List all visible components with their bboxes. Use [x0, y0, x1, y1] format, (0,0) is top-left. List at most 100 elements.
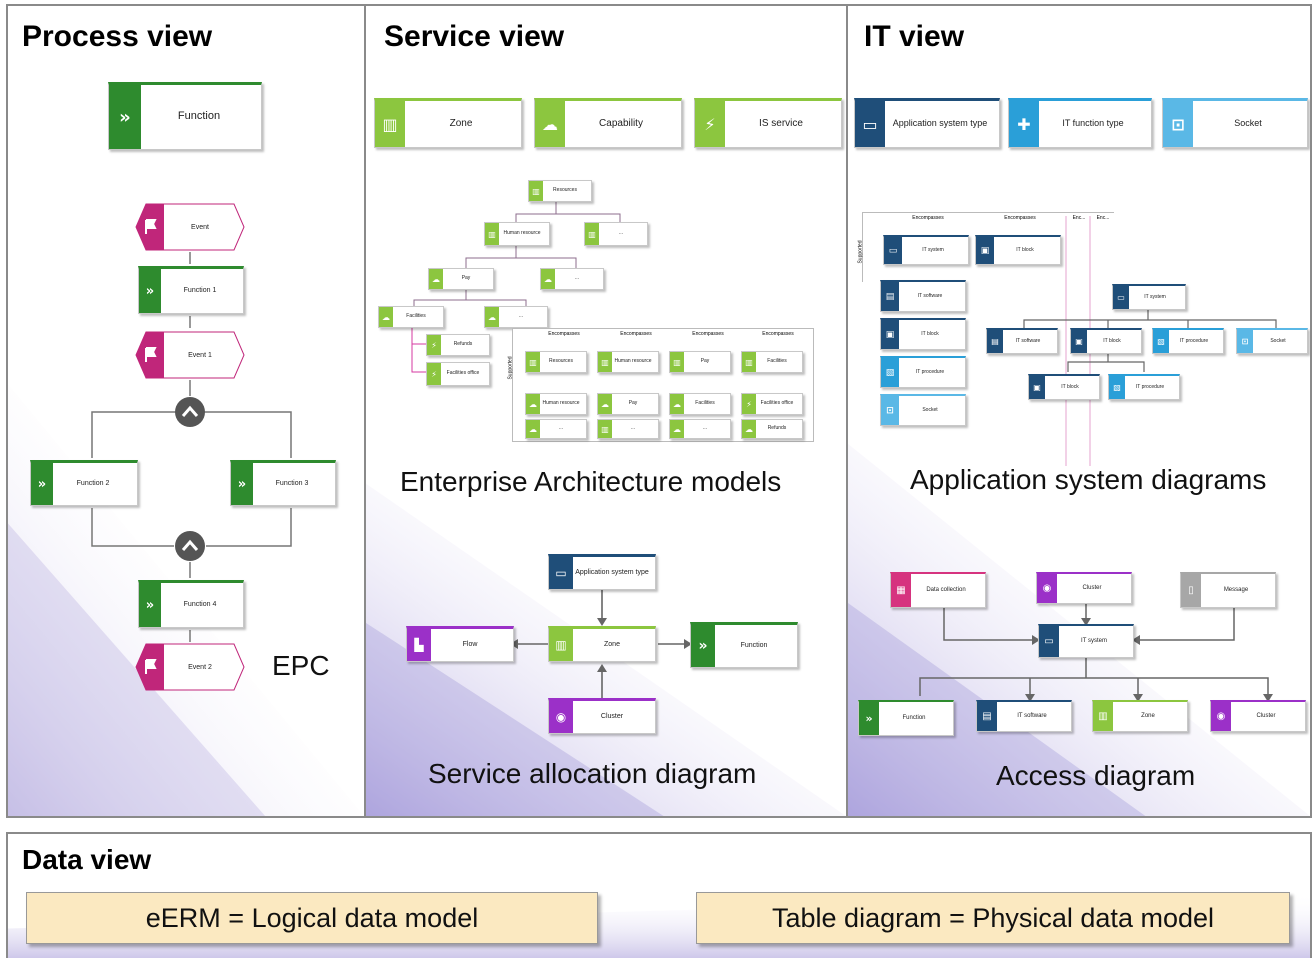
function-icon: » — [231, 463, 253, 505]
ea-matrix: Encompasses Encompasses Encompasses Enco… — [508, 328, 814, 442]
access-zone: ▥Zone — [1092, 700, 1188, 732]
access-cluster-bottom: ◉Cluster — [1210, 700, 1306, 732]
table-diagram-physical-data-model-box: Table diagram = Physical data model — [696, 892, 1290, 944]
zone-icon: ▥ — [375, 101, 405, 147]
capability-icon: ☁ — [485, 307, 499, 327]
access-diagram-caption: Access diagram — [996, 760, 1196, 791]
socket-icon: ⊡ — [1163, 101, 1193, 147]
alloc-cluster: ◉ Cluster — [548, 698, 656, 734]
matrix-cell: ▥Facilities — [741, 351, 803, 373]
epc-function-3: » Function 3 — [230, 460, 336, 506]
socket-icon: ⊡ — [881, 396, 899, 425]
zone-icon: ▥ — [526, 352, 540, 372]
ea-node-facilities-office: ⚡ Facilities office — [426, 362, 490, 386]
capability-icon: ☁ — [541, 269, 555, 289]
is-service-legend-node: ⚡ IS service — [694, 98, 842, 148]
is-service-icon: ⚡ — [695, 101, 725, 147]
procedure-icon: ▧ — [1109, 376, 1125, 399]
function-icon: » — [139, 269, 161, 313]
alloc-function: » Function — [690, 622, 798, 668]
function-legend-node: » Function — [108, 82, 262, 150]
block-icon: ▣ — [881, 320, 899, 349]
access-cluster-top: ◉Cluster — [1036, 572, 1132, 604]
access-it-software: ▤IT software — [976, 700, 1072, 732]
software-icon: ▤ — [881, 282, 899, 311]
application-window-icon: ▭ — [855, 101, 885, 147]
it-tree-software: ▤IT software — [986, 328, 1058, 354]
flow-icon: ▙ — [407, 629, 431, 661]
access-message: ▯Message — [1180, 572, 1276, 608]
application-window-icon: ▭ — [549, 557, 573, 589]
application-window-icon: ▭ — [884, 237, 902, 264]
it-matrix-header-3: Enc... — [1072, 215, 1086, 221]
matrix-cell: ☁Human resource — [525, 393, 587, 415]
puzzle-icon: ✚ — [1009, 101, 1039, 147]
capability-icon: ☁ — [670, 394, 684, 414]
it-tree-grand-procedure: ▧IT procedure — [1108, 374, 1180, 400]
epc-function-2: » Function 2 — [30, 460, 138, 506]
matrix-cell: ▥... — [597, 419, 659, 439]
ea-matrix-header-1: Encompasses — [548, 331, 580, 337]
process-view-title: Process view — [22, 20, 213, 53]
matrix-cell: ▭IT system — [883, 235, 969, 265]
cluster-icon: ◉ — [1037, 574, 1057, 603]
capability-legend-node: ☁ Capability — [534, 98, 682, 148]
matrix-cell: ☁Facilities — [669, 393, 731, 415]
ea-models-caption: Enterprise Architecture models — [400, 466, 782, 497]
zone-icon: ▥ — [549, 629, 573, 661]
ea-node-human-resource: ▥ Human resource — [484, 222, 550, 246]
ea-node-facilities: ☁ Facilities — [378, 306, 444, 328]
grid-icon: ▦ — [891, 574, 911, 607]
it-view-title: IT view — [864, 20, 965, 53]
alloc-zone: ▥ Zone — [548, 626, 656, 662]
it-left-procedure: ▧IT procedure — [880, 356, 966, 388]
ea-node-pay: ☁ Pay — [428, 268, 494, 290]
it-view-panel: IT view ▭ Application system type ✚ IT f… — [846, 4, 1312, 818]
it-tree-procedure: ▧IT procedure — [1152, 328, 1224, 354]
zone-icon: ▥ — [585, 223, 599, 245]
function-icon: » — [109, 85, 141, 149]
cluster-icon: ◉ — [1211, 702, 1231, 731]
ea-matrix-header-2: Encompasses — [620, 331, 652, 337]
ea-node-resources: ▥ Resources — [528, 180, 592, 202]
function-icon: » — [139, 583, 161, 627]
epc-event: Event — [191, 223, 209, 231]
zone-icon: ▥ — [670, 352, 684, 372]
zone-icon: ▥ — [485, 223, 499, 245]
alloc-flow: ▙ Flow — [406, 626, 514, 662]
service-view-panel: Service view ▥ Zone ☁ Capability ⚡ IS se… — [364, 4, 848, 818]
matrix-cell: ☁Pay — [597, 393, 659, 415]
zone-icon: ▥ — [742, 352, 756, 372]
epc-event-2: Event 2 — [188, 663, 212, 671]
zone-icon: ▥ — [529, 181, 543, 201]
block-icon: ▣ — [976, 237, 994, 264]
epc-event-1: Event 1 — [188, 351, 212, 359]
function-icon: » — [31, 463, 53, 505]
it-left-block: ▣IT block — [880, 318, 966, 350]
ea-node-dots-1: ▥ ... — [584, 222, 648, 246]
matrix-cell: ▣IT block — [975, 235, 1061, 265]
matrix-cell: ☁... — [669, 419, 731, 439]
capability-icon: ☁ — [535, 101, 565, 147]
function-legend-label: Function — [177, 110, 221, 123]
it-matrix: Encompasses Encompasses Enc... Enc... Su… — [858, 212, 1114, 282]
epc-function-1: » Function 1 — [138, 266, 244, 314]
ea-node-dots-3: ☁ ... — [484, 306, 548, 328]
cluster-icon: ◉ — [549, 701, 573, 733]
matrix-cell: ☁Refunds — [741, 419, 803, 439]
epc-function-4: » Function 4 — [138, 580, 244, 628]
matrix-cell: ▥Pay — [669, 351, 731, 373]
function-icon: » — [859, 702, 879, 735]
zone-icon: ▥ — [1093, 702, 1113, 731]
it-matrix-header-4: Enc... — [1096, 215, 1110, 221]
procedure-icon: ▧ — [1153, 330, 1169, 353]
application-window-icon: ▭ — [1113, 286, 1129, 309]
is-service-icon: ⚡ — [427, 363, 441, 385]
socket-legend: ⊡ Socket — [1162, 98, 1308, 148]
access-function: »Function — [858, 700, 954, 736]
capability-icon: ☁ — [429, 269, 443, 289]
block-icon: ▣ — [1029, 376, 1045, 399]
application-system-diagrams-caption: Application system diagrams — [910, 464, 1267, 495]
access-data-collection: ▦Data collection — [890, 572, 986, 608]
service-view-title: Service view — [384, 20, 565, 53]
